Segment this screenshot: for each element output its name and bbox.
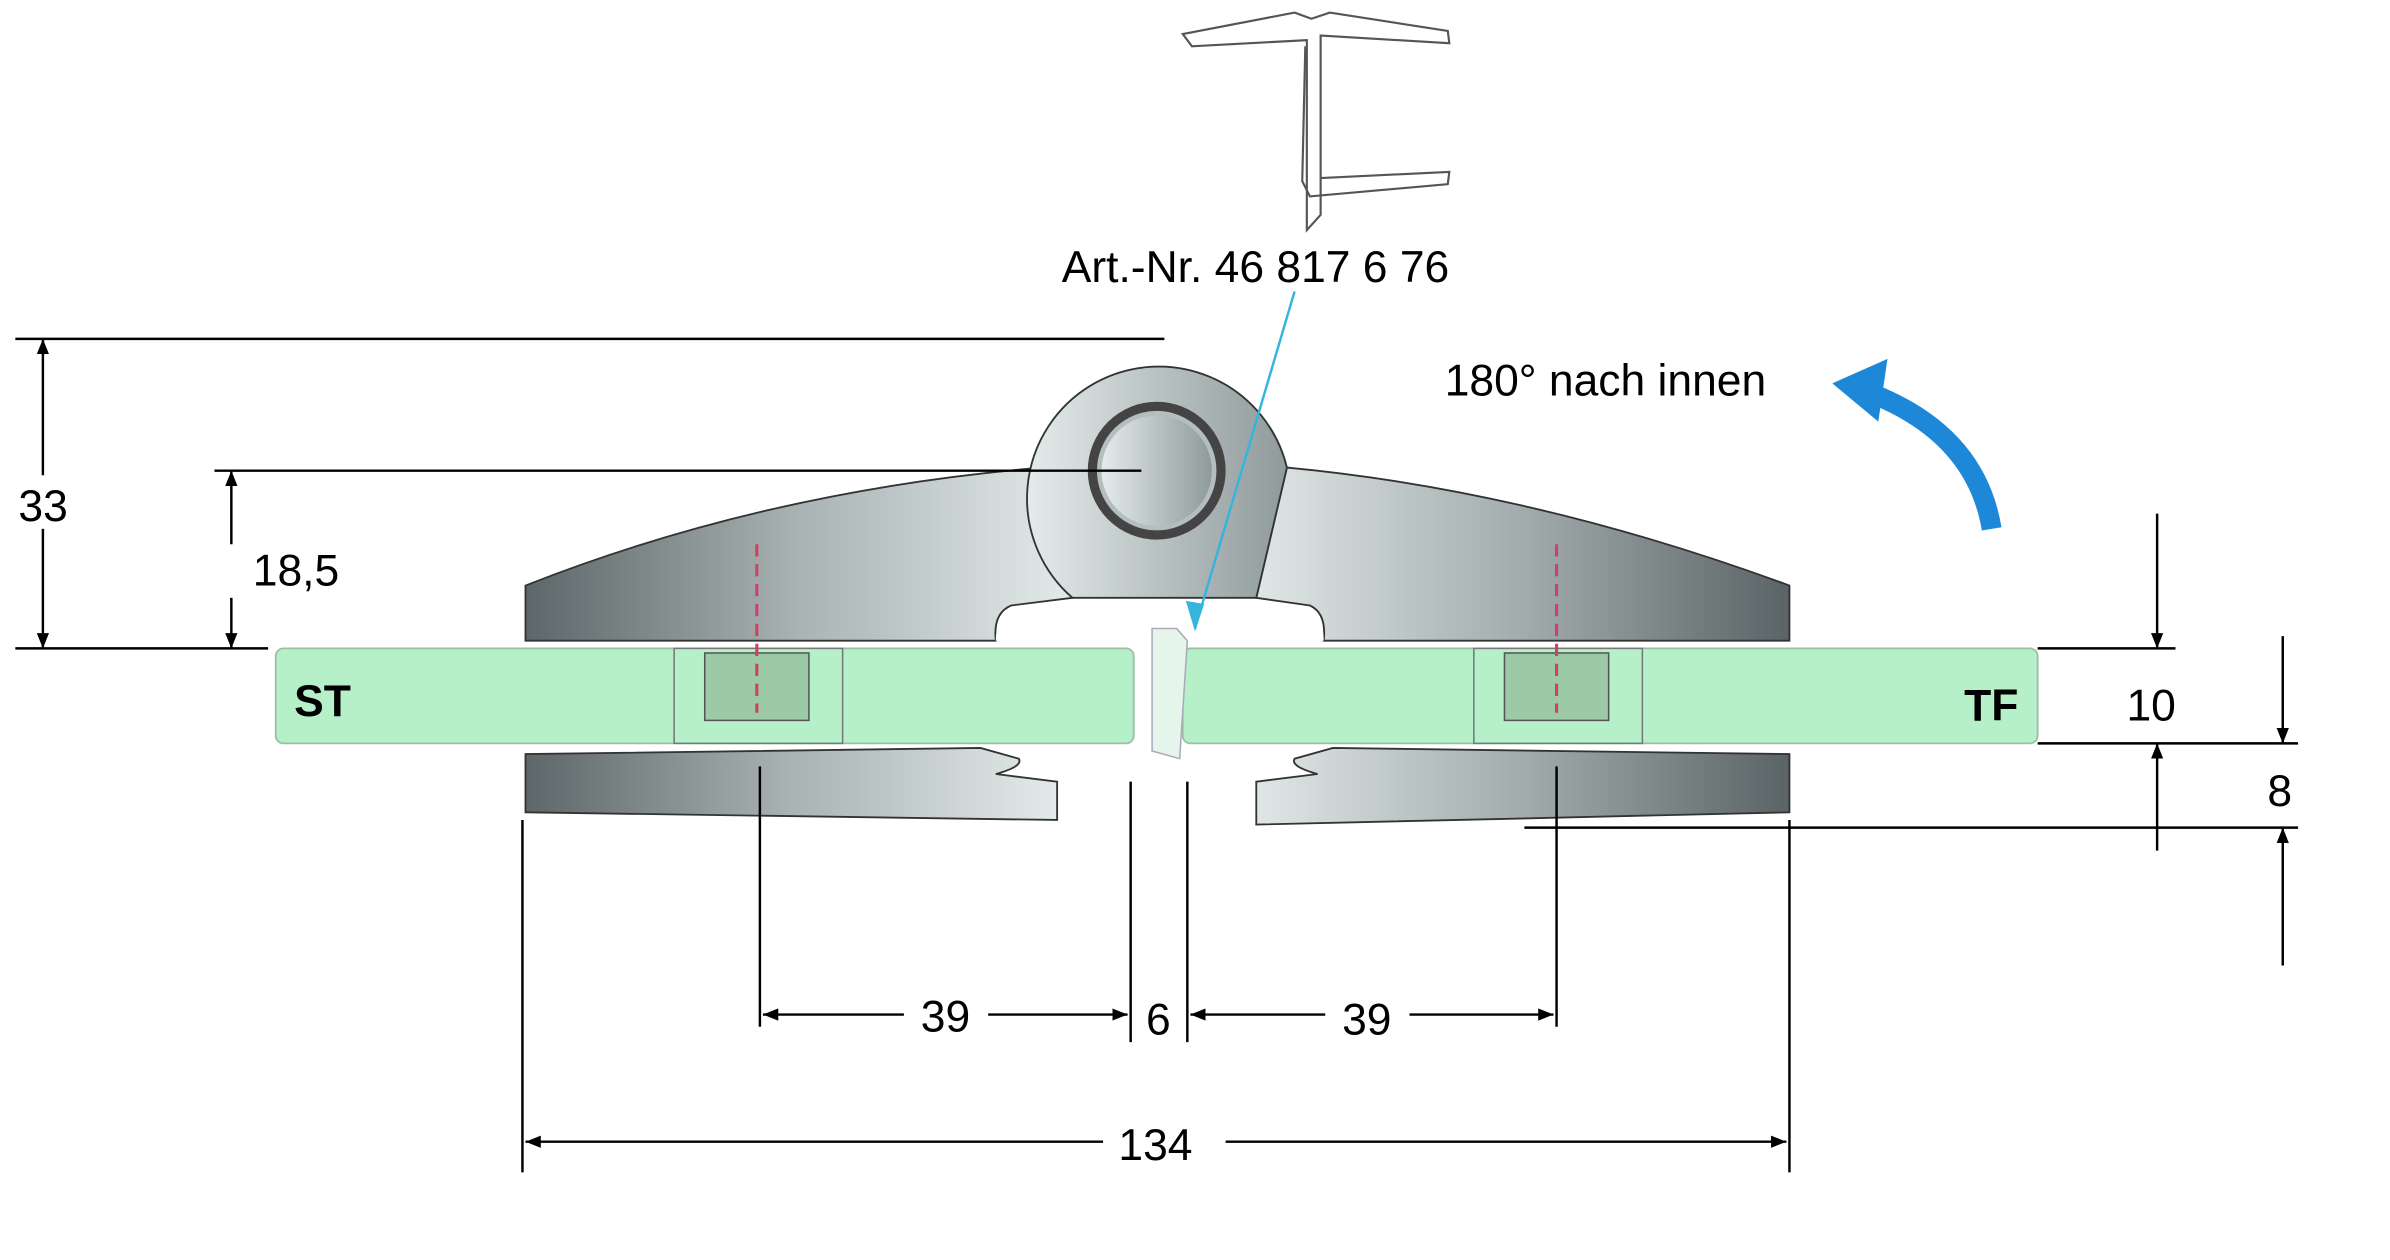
rotation-label: 180° nach innen (1445, 357, 1766, 406)
left-panel-label: ST (294, 677, 351, 726)
dim-axis-height: 18,5 (253, 547, 339, 596)
dim-gap: 6 (1146, 995, 1171, 1044)
dimension-lines (15, 337, 2299, 1173)
dim-bottom-plate: 8 (2267, 767, 2292, 816)
glass-panels (274, 627, 2039, 760)
dim-total-width: 134 (1118, 1121, 1192, 1170)
dim-glass-thickness: 10 (2126, 681, 2175, 730)
hinge-upper-body (524, 365, 1791, 642)
dim-total-height: 33 (18, 482, 67, 531)
glass-seal-profile (1180, 11, 1451, 233)
dim-left-hole-distance: 39 (921, 992, 970, 1041)
right-panel-label: TF (1964, 681, 2018, 730)
dim-right-hole-distance: 39 (1342, 995, 1391, 1044)
rotation-arrow-icon (1832, 358, 2002, 531)
hinge-lower-plates (524, 747, 1791, 826)
article-number-label: Art.-Nr. 46 817 6 76 (1062, 243, 1450, 292)
